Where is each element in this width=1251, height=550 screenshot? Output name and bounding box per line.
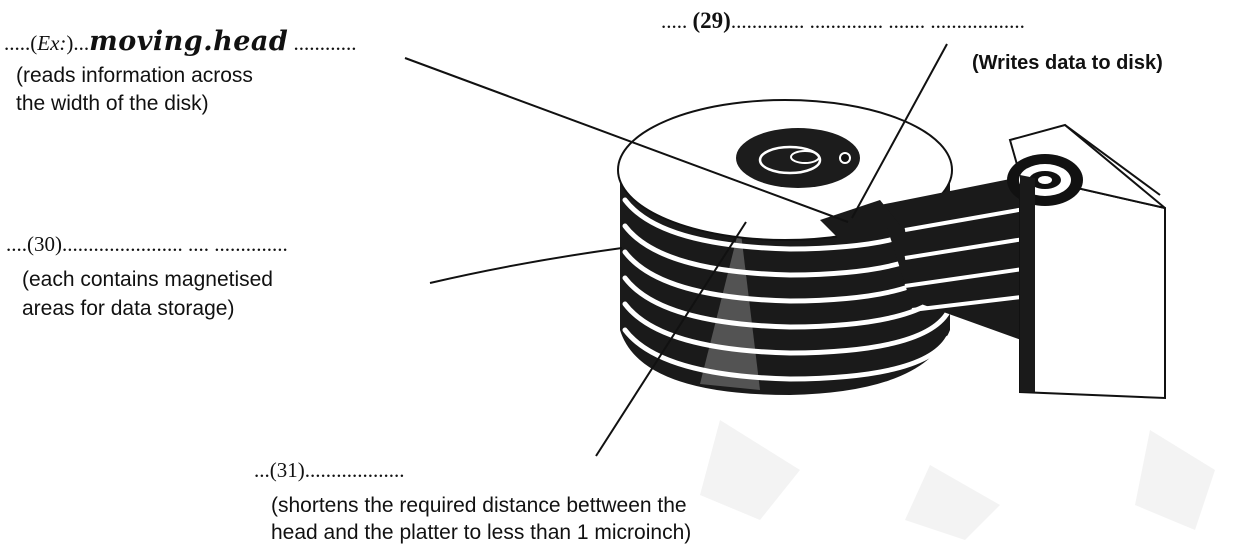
label-ex-word: Ex: xyxy=(37,31,67,55)
label-31-desc-line1: (shortens the required distance bettween… xyxy=(271,494,687,517)
label-30-line: ....(30)....................... .... ...… xyxy=(6,232,288,256)
label-ex-prefix: .....( xyxy=(4,31,38,55)
label-29-desc: (Writes data to disk) xyxy=(972,52,1163,74)
actuator-housing-front xyxy=(1019,173,1166,400)
label-ex-desc-line1: (reads information across xyxy=(16,64,253,87)
hard-disk-illustration xyxy=(617,99,1166,400)
pointer-29 xyxy=(851,43,948,219)
pointer-31 xyxy=(595,221,747,457)
label-ex-mid: )... xyxy=(66,31,90,55)
read-write-head xyxy=(820,200,900,240)
label-29-line: ..... (29).............. .............. … xyxy=(661,8,1025,34)
pointer-ex xyxy=(404,57,849,223)
spindle-hub xyxy=(736,128,860,188)
pointer-30 xyxy=(429,247,623,284)
label-29-prefix: ..... xyxy=(661,9,693,33)
label-ex-line: .....(Ex:)...moving.head ............ xyxy=(4,26,357,57)
label-29-number: (29) xyxy=(692,8,731,33)
label-29-suffix: .............. .............. ....... ..… xyxy=(730,9,1025,33)
label-31-line: ...(31)................... xyxy=(254,458,405,482)
watermark xyxy=(700,420,1215,540)
actuator-arms xyxy=(880,175,1035,345)
label-ex-suffix: ............ xyxy=(288,31,357,55)
label-ex-desc-line2: the width of the disk) xyxy=(16,92,209,115)
pointer-lines xyxy=(404,43,948,457)
label-30-desc-line1: (each contains magnetised xyxy=(22,268,273,291)
label-30-desc-line2: areas for data storage) xyxy=(22,297,235,320)
label-31-desc-line2: head and the platter to less than 1 micr… xyxy=(271,521,692,544)
label-ex-answer: moving.head xyxy=(89,26,289,57)
